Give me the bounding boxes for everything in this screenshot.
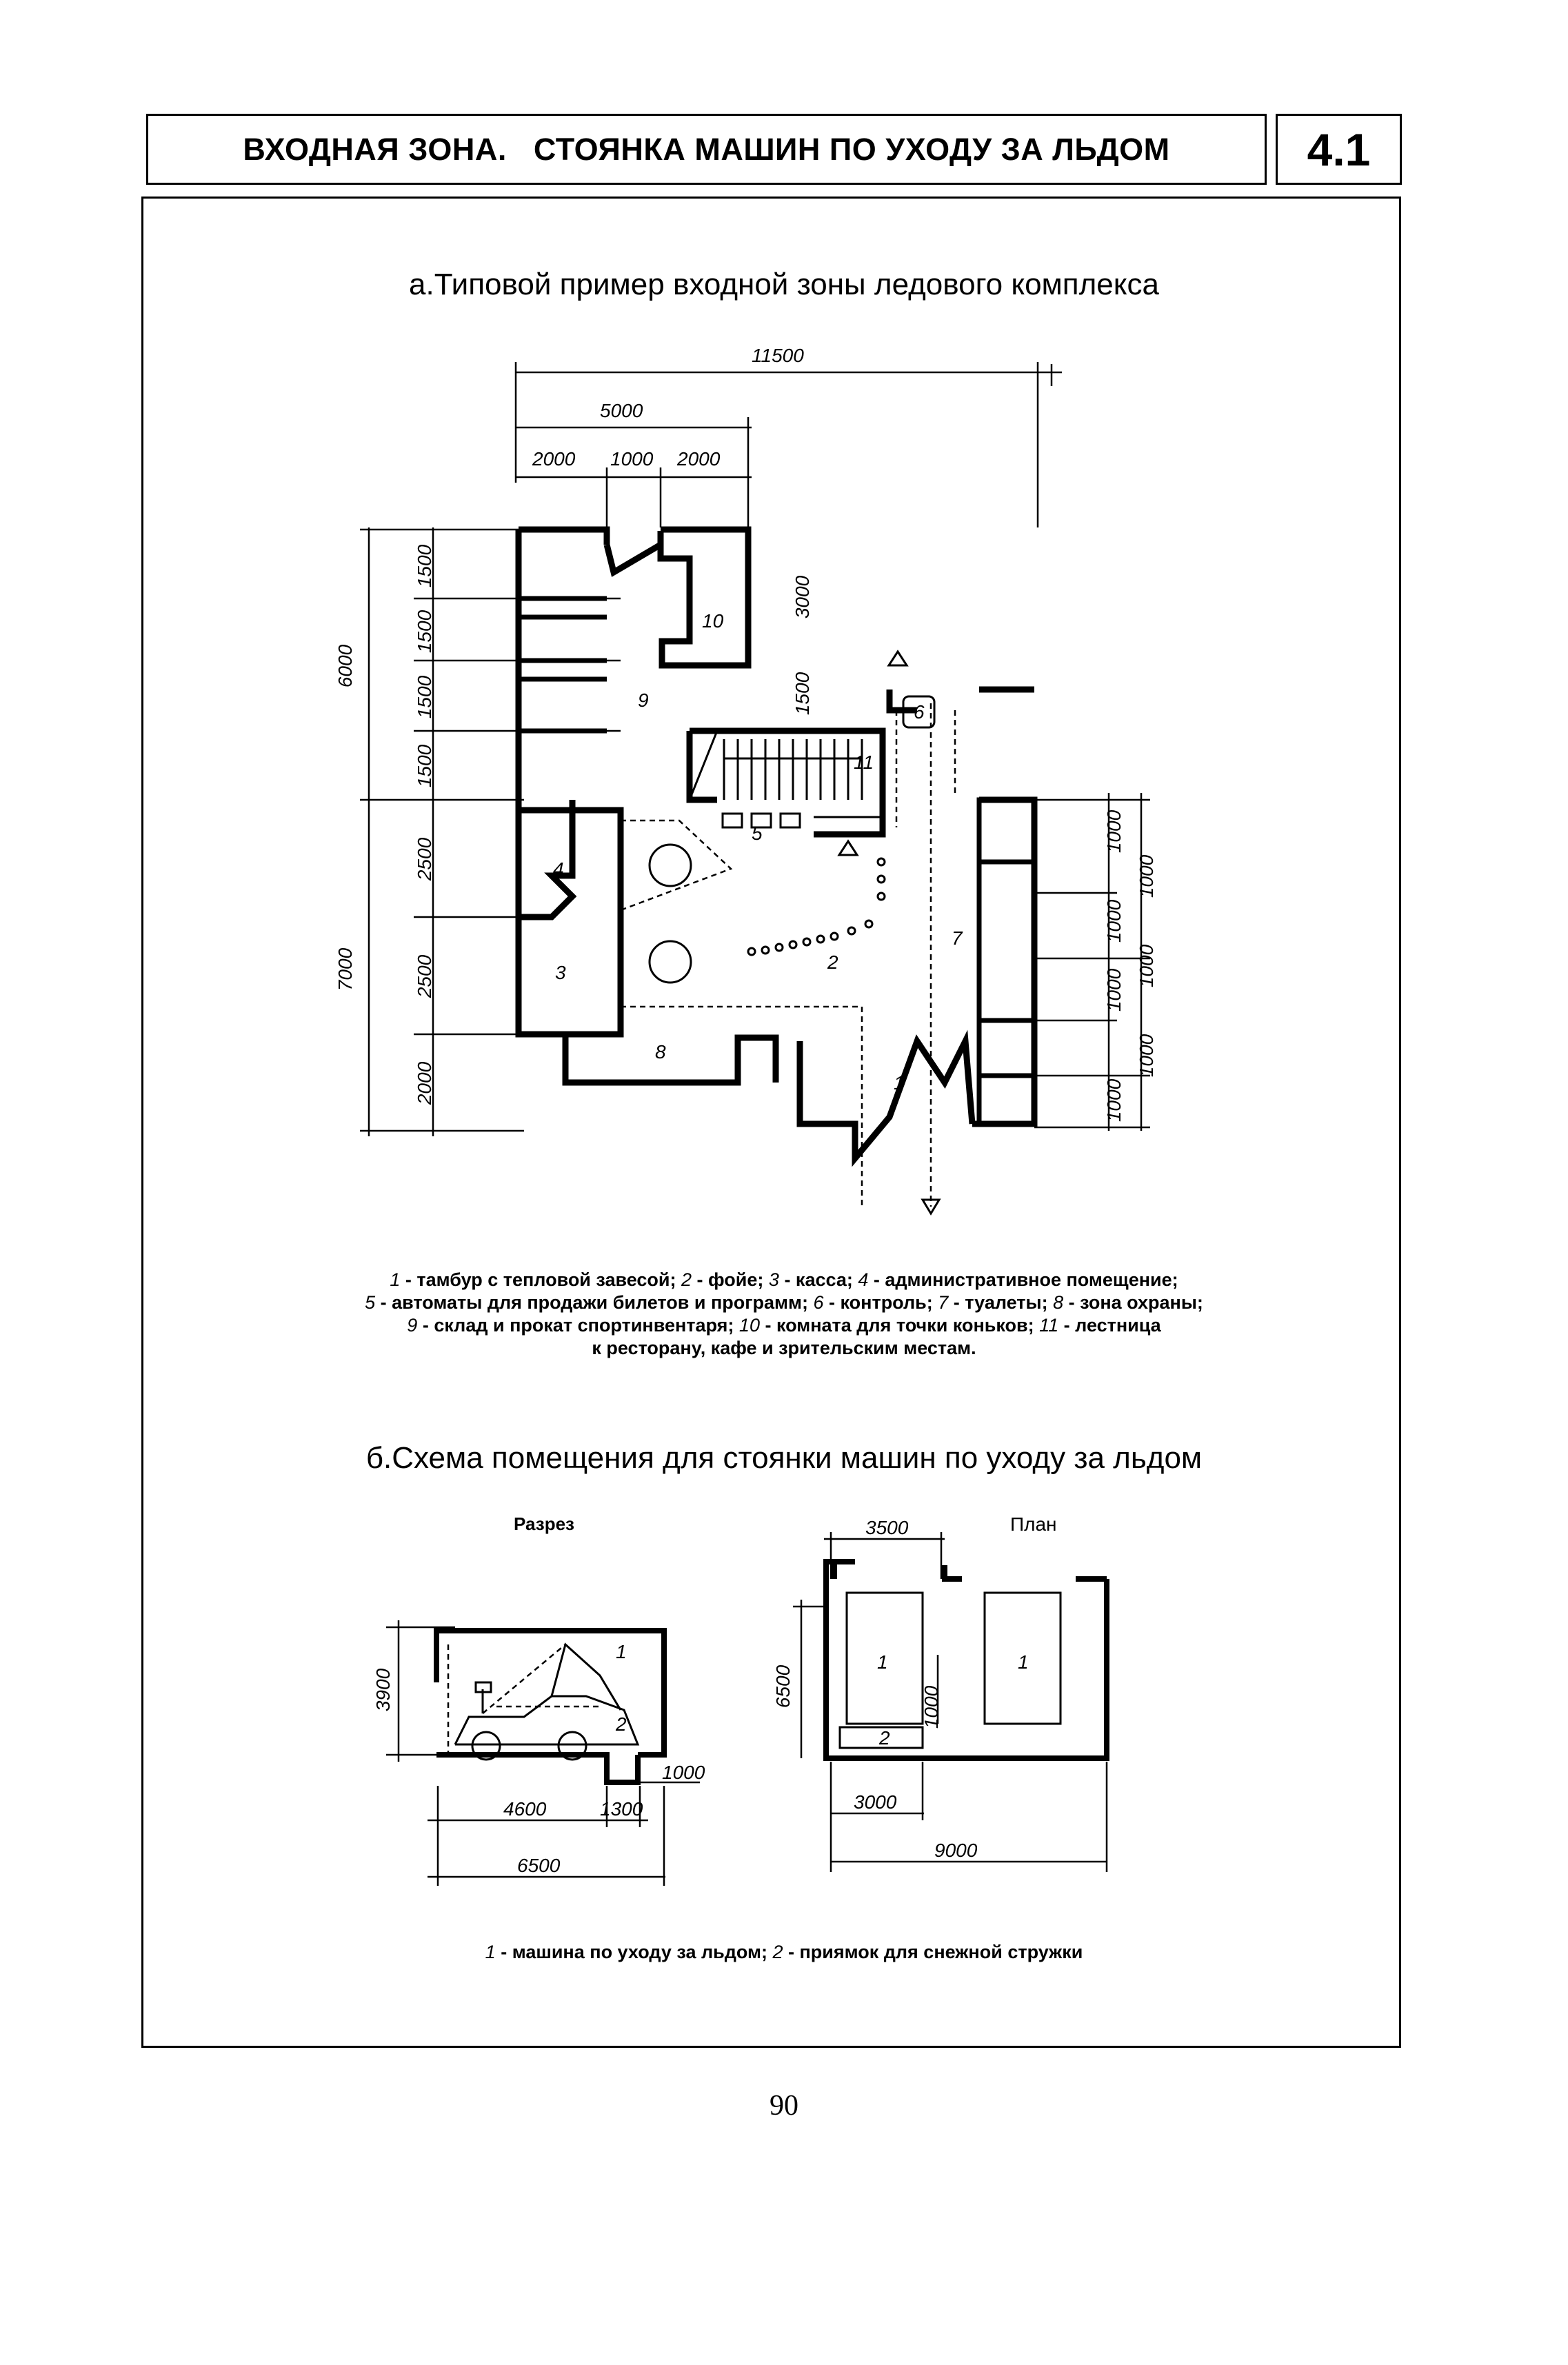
shelves <box>519 596 607 734</box>
dim-1000-plan: 1000 <box>921 1685 943 1729</box>
section-dim-lines <box>386 1620 700 1886</box>
dim-3500: 3500 <box>865 1517 909 1538</box>
dim-1300: 1300 <box>600 1798 643 1820</box>
plan-b-walls <box>823 1559 1109 1761</box>
section-item-2: 2 <box>616 1713 627 1735</box>
plan-b-machines <box>838 1591 1062 1749</box>
header-title-box: ВХОДНАЯ ЗОНА. СТОЯНКА МАШИН ПО УХОДУ ЗА … <box>146 114 1267 185</box>
dim-6000: 6000 <box>334 644 356 688</box>
stairs-11 <box>688 729 883 818</box>
dim-6500-plan: 6500 <box>772 1664 794 1709</box>
right-dimension-lines <box>1034 793 1150 1131</box>
dim-w1: 2000 <box>532 448 576 470</box>
heading-a: а.Типовой пример входной зоны ледового к… <box>409 268 1159 301</box>
room-4: 4 <box>553 858 564 880</box>
dim-3000: 3000 <box>854 1791 897 1813</box>
dim-right-s1: 1000 <box>1103 809 1125 854</box>
room-10: 10 <box>702 610 724 632</box>
dim-right-l1: 1000 <box>1136 854 1158 898</box>
plan-item-2: 2 <box>879 1727 890 1749</box>
caption-b: 1 - машина по уходу за льдом; 2 - приямо… <box>485 1942 1083 1962</box>
section-number-box: 4.1 <box>1276 114 1402 185</box>
dim-6500-section: 6500 <box>517 1855 561 1876</box>
dim-3900: 3900 <box>372 1668 394 1712</box>
dim-w2: 1000 <box>610 448 654 470</box>
section-label: Разрез <box>514 1513 574 1534</box>
dim-mid-2: 1500 <box>792 672 814 716</box>
dim-5000: 5000 <box>600 400 643 421</box>
dim-11500: 11500 <box>752 345 804 366</box>
dim-right-l2: 1000 <box>1136 944 1158 988</box>
section-car <box>454 1642 640 1761</box>
room-11: 11 <box>854 752 874 773</box>
toilets-block <box>976 797 1037 1127</box>
room-1: 1 <box>894 1072 905 1094</box>
room-8: 8 <box>655 1041 666 1063</box>
dim-left-3: 1500 <box>414 675 436 719</box>
plan-a-walls <box>515 526 1038 1167</box>
section-number: 4.1 <box>1307 123 1371 175</box>
dim-left-1: 1500 <box>414 544 436 588</box>
header-title: ВХОДНАЯ ЗОНА. СТОЯНКА МАШИН ПО УХОДУ ЗА … <box>243 131 1170 167</box>
dim-1000-pit: 1000 <box>662 1762 705 1783</box>
dim-mid-1: 3000 <box>792 575 814 619</box>
dim-left-4: 1500 <box>414 744 436 788</box>
section-walls <box>434 1628 667 1785</box>
room-6: 6 <box>914 701 925 723</box>
page-number: 90 <box>770 2090 798 2122</box>
dim-4600: 4600 <box>503 1798 547 1820</box>
plan-label: План <box>1010 1513 1057 1535</box>
caption-a-line-1: 1 - тамбур с тепловой завесой; 2 - фойе;… <box>390 1269 1178 1290</box>
room-5: 5 <box>752 823 763 844</box>
flow-lines <box>620 703 956 1207</box>
top-dimension-lines <box>514 362 1062 531</box>
dim-right-s3: 1000 <box>1103 968 1125 1012</box>
dim-left-2: 1500 <box>414 610 436 654</box>
dim-w3: 2000 <box>677 448 721 470</box>
room-2: 2 <box>827 952 838 973</box>
dim-right-l3: 1000 <box>1136 1034 1158 1078</box>
dim-right-s2: 1000 <box>1103 899 1125 943</box>
caption-a-line-3: 9 - склад и прокат спортинвентаря; 10 - … <box>407 1315 1161 1336</box>
dim-left-7: 2000 <box>414 1061 436 1105</box>
dim-7000: 7000 <box>334 947 356 992</box>
plan-item-1a: 1 <box>877 1651 888 1673</box>
room-7: 7 <box>952 927 963 949</box>
content-frame <box>141 197 1401 2048</box>
plan-b-dim-lines <box>793 1532 1108 1872</box>
section-item-1: 1 <box>616 1641 627 1662</box>
room-3: 3 <box>555 962 566 983</box>
dim-right-s4: 1000 <box>1103 1078 1125 1123</box>
dim-left-5: 2500 <box>414 837 436 881</box>
dim-left-6: 2500 <box>414 954 436 998</box>
caption-a-line-4: к ресторану, кафе и зрительским местам. <box>592 1338 976 1358</box>
caption-a-line-2: 5 - автоматы для продажи билетов и прогр… <box>365 1292 1203 1313</box>
heading-b: б.Схема помещения для стоянки машин по у… <box>365 1441 1203 1475</box>
caption-a: 1 - тамбур с тепловой завесой; 2 - фойе;… <box>0 1269 1568 1360</box>
room-9: 9 <box>638 690 649 711</box>
section-dashes <box>447 1644 600 1755</box>
dim-9000: 9000 <box>934 1840 978 1861</box>
circles <box>648 650 941 1216</box>
plan-item-1b: 1 <box>1018 1651 1029 1673</box>
